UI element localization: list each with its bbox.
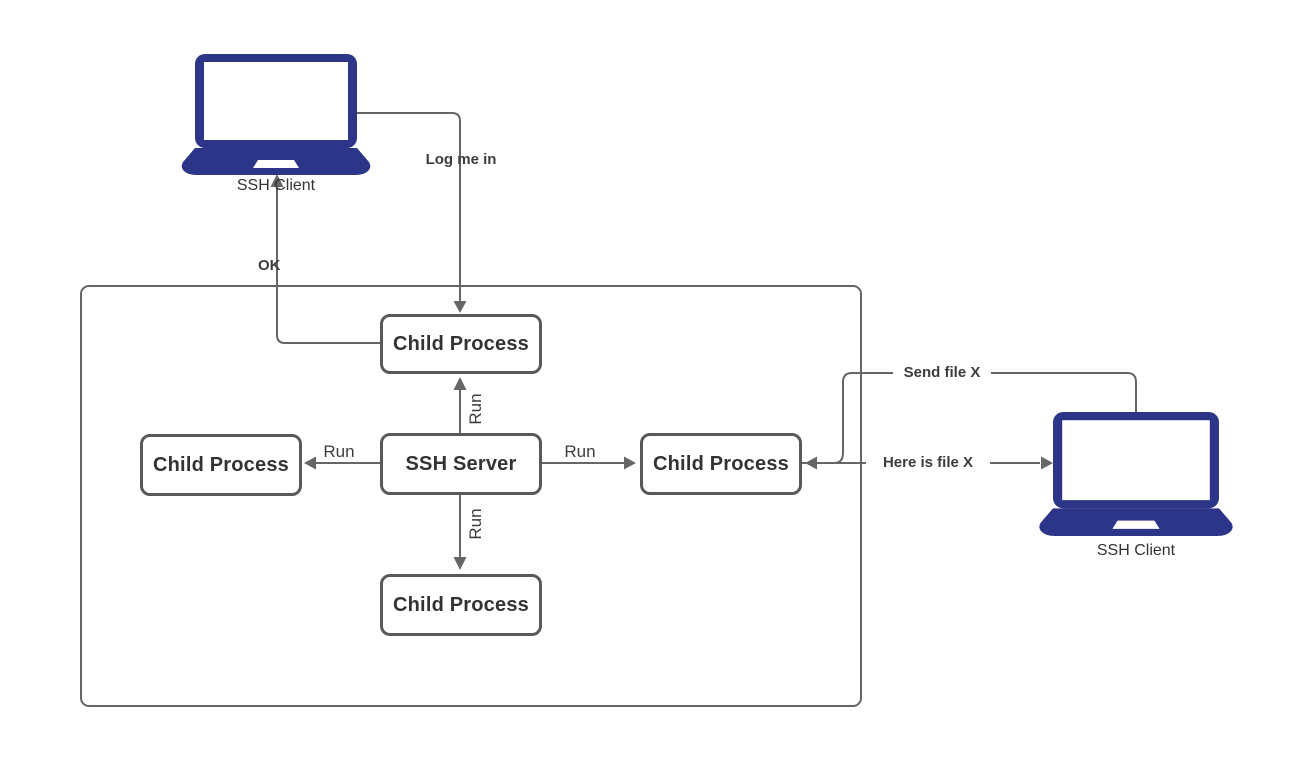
- edge-label-log-me-in: Log me in: [425, 151, 497, 168]
- laptop-icon-right: [1039, 412, 1233, 536]
- node-label: SSH Server: [405, 452, 517, 475]
- label-ssh-client-right: SSH Client: [1096, 542, 1176, 559]
- edge-label-run-down: Run: [466, 508, 485, 540]
- node-label: Child Process: [653, 452, 789, 475]
- arrowhead-run-down: [453, 557, 467, 570]
- edge-send-file-x: [817, 372, 1137, 464]
- node-child-process-top: Child Process: [380, 314, 542, 374]
- arrowhead-here-is-file-x: [1041, 456, 1053, 470]
- edge-label-here-is-file-x: Here is file X: [866, 454, 990, 472]
- arrowhead-run-up: [453, 377, 467, 390]
- edge-log-me-in: [357, 112, 461, 301]
- edge-label-run-right: Run: [564, 442, 596, 461]
- node-child-process-right: Child Process: [640, 433, 802, 495]
- label-ssh-client-left: SSH Client: [236, 177, 316, 194]
- node-child-process-left: Child Process: [140, 434, 302, 496]
- arrowhead-run-left: [304, 456, 316, 470]
- node-label: Child Process: [153, 453, 289, 476]
- server-host-boundary: [80, 285, 862, 707]
- edge-label-run-left: Run: [323, 442, 355, 461]
- arrowhead-ok: [270, 174, 284, 187]
- laptop-icon-left: [181, 54, 371, 175]
- arrowhead-run-right: [624, 456, 636, 470]
- arrowhead-send-file-x: [805, 456, 817, 470]
- arrowhead-log-me-in: [453, 301, 467, 313]
- edge-label-send-file-x: Send file X: [893, 364, 991, 382]
- edge-label-ok: OK: [258, 257, 281, 274]
- node-label: Child Process: [393, 593, 529, 616]
- node-ssh-server: SSH Server: [380, 433, 542, 495]
- edge-label-run-up: Run: [466, 393, 485, 425]
- node-label: Child Process: [393, 332, 529, 355]
- node-child-process-bottom: Child Process: [380, 574, 542, 636]
- edge-ok: [276, 187, 380, 344]
